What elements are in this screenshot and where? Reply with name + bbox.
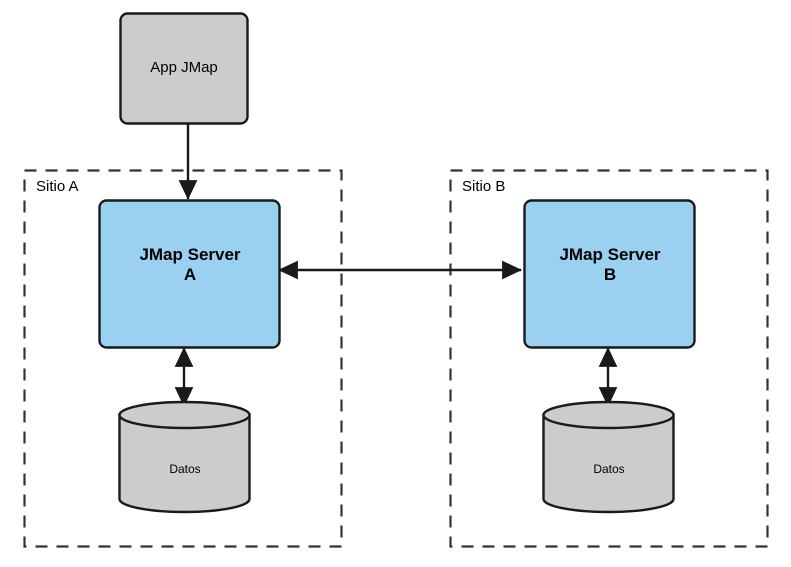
node-jmap-server-b[interactable] (523, 199, 696, 349)
node-datos-a[interactable] (118, 400, 251, 514)
node-app-jmap[interactable] (119, 12, 249, 125)
zone-boundary-sitio-b (449, 169, 769, 548)
node-datos-b[interactable] (542, 400, 675, 514)
zone-boundary-sitio-a (23, 169, 343, 548)
node-jmap-server-a[interactable] (98, 199, 281, 349)
zone-label-sitio-b: Sitio B (462, 178, 506, 195)
zone-label-sitio-a: Sitio A (36, 178, 79, 195)
